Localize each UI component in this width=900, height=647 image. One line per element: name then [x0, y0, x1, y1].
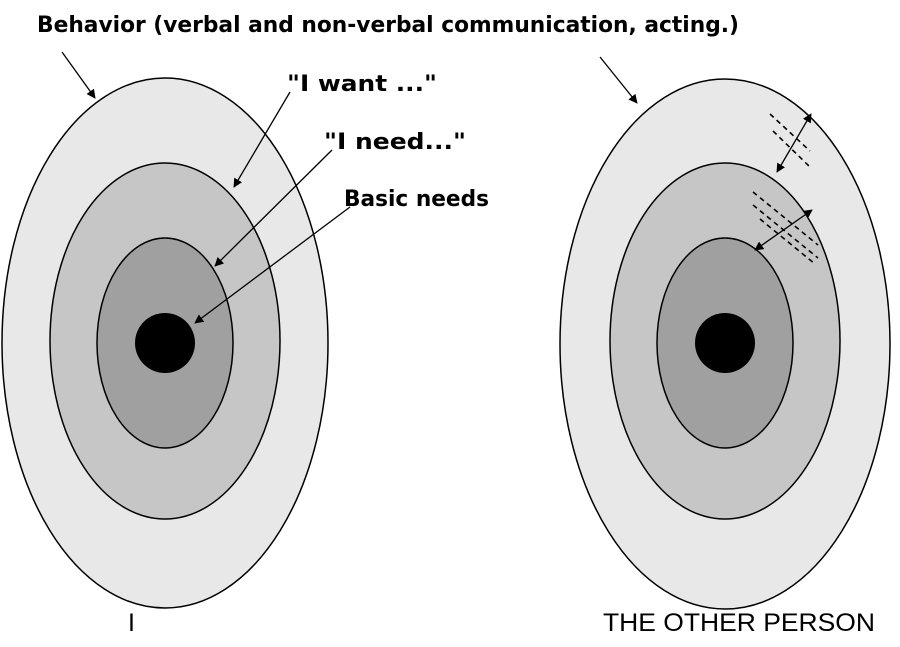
want-arrow — [233, 91, 291, 188]
basic-needs-arrow — [194, 206, 351, 324]
self-figure — [1, 77, 329, 609]
need-arrow — [214, 149, 333, 267]
other-person-figure — [559, 78, 891, 610]
other-person-label: THE OTHER PERSON — [603, 609, 875, 637]
other-basic-needs-core — [695, 313, 755, 373]
distance-double-arrows — [754, 113, 813, 251]
self-basic-needs-core — [135, 313, 195, 373]
outer-distance-double-arrow — [776, 113, 812, 173]
self-label: I — [128, 609, 135, 637]
basic-needs-label: Basic needs — [344, 187, 489, 212]
behavior-arrow — [61, 51, 96, 99]
behavior-label: Behavior (verbal and non-verbal communic… — [37, 13, 739, 38]
inner-gap-dash-1 — [752, 191, 819, 246]
need-label: "I need..." — [324, 130, 466, 155]
inner-distance-double-arrow — [754, 209, 813, 251]
other-behavior-arrow — [599, 56, 638, 104]
want-label: "I want ..." — [287, 72, 437, 97]
left-pointer-arrows — [61, 51, 351, 324]
